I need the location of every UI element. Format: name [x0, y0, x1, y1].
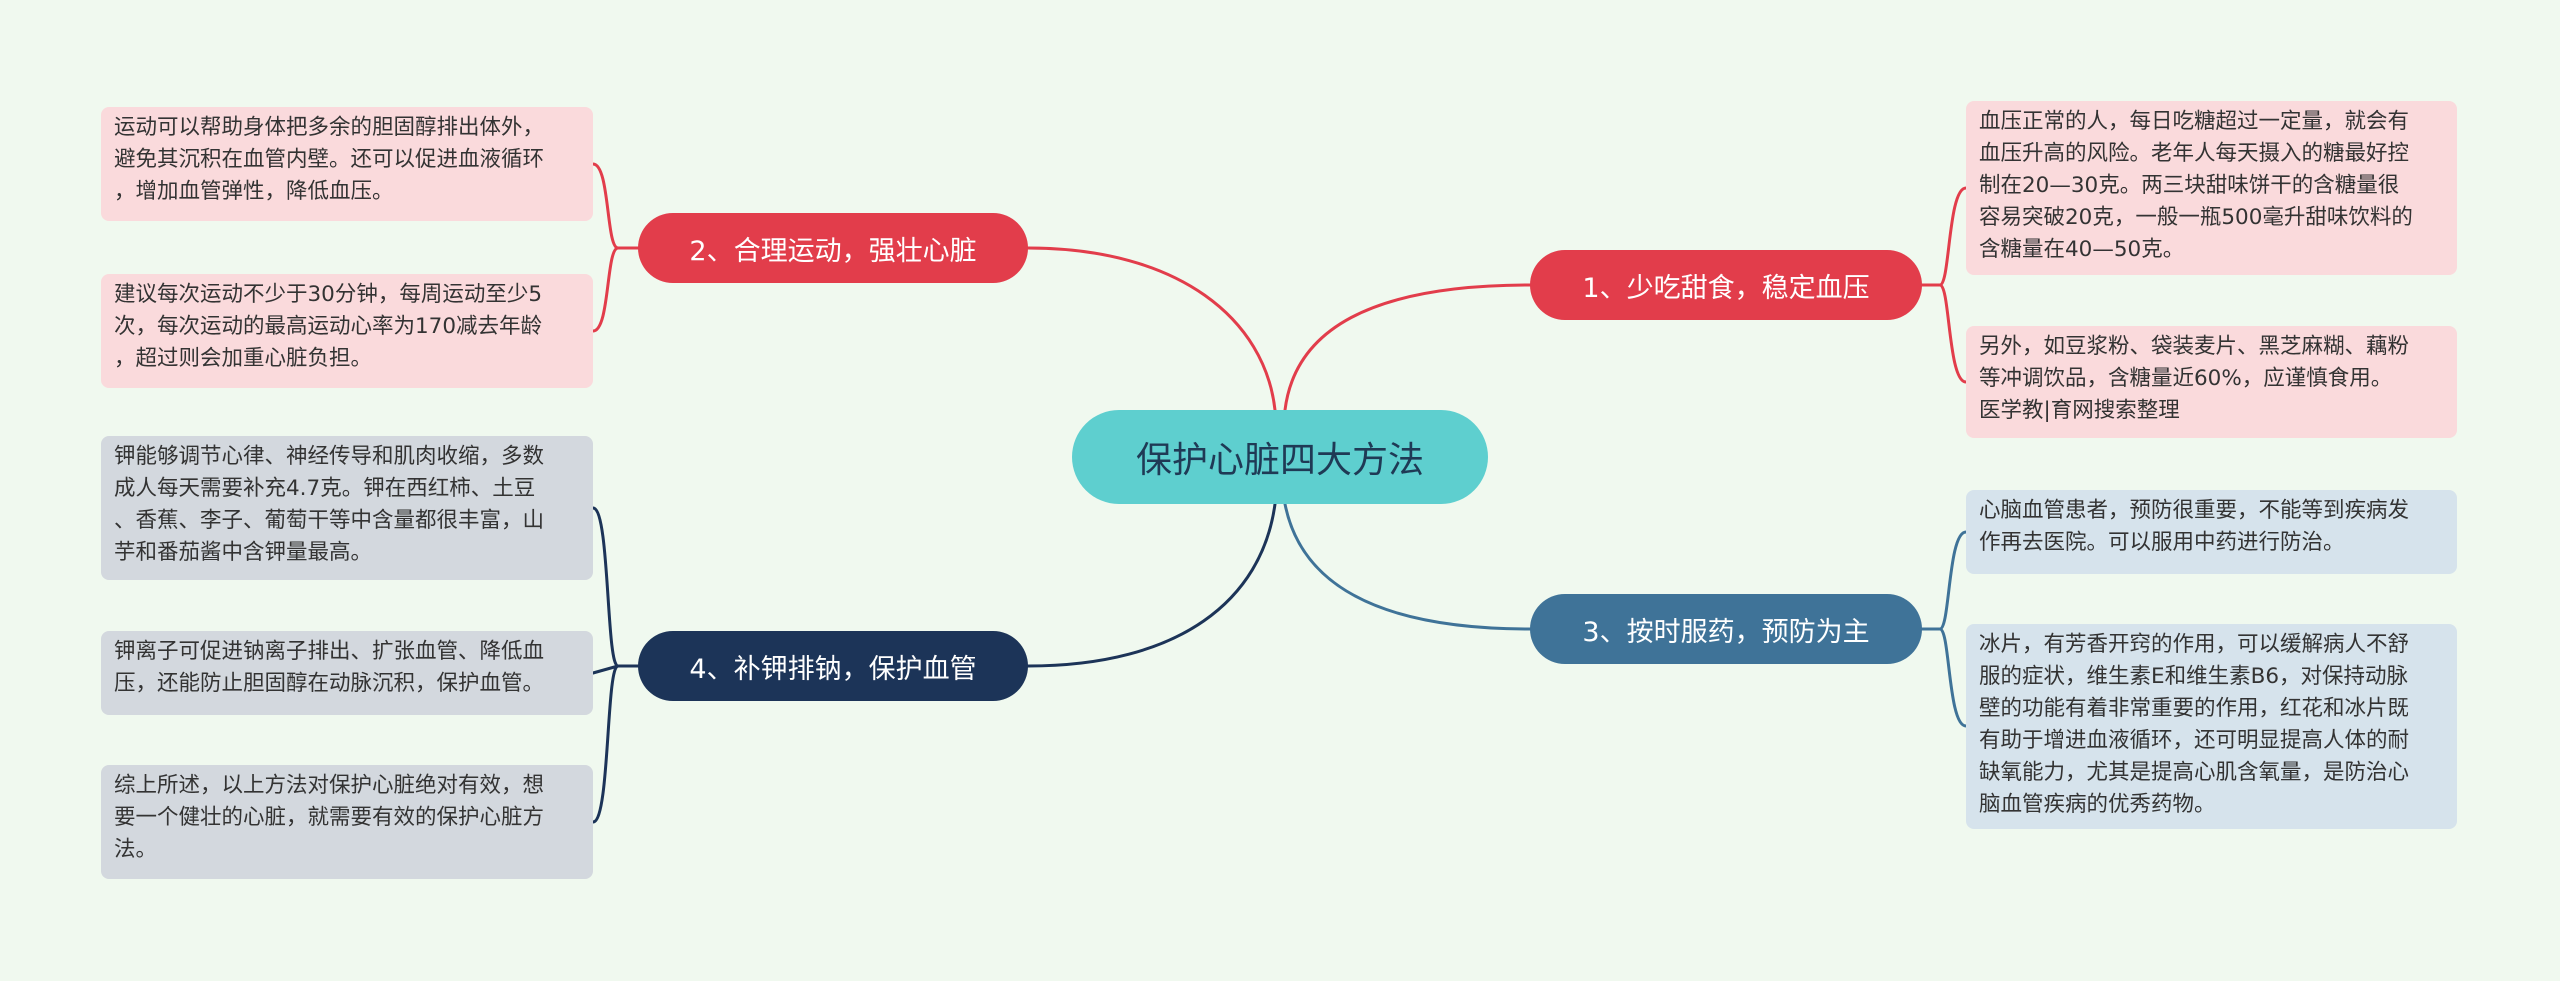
branch-3-leaf-2[interactable]: 冰片，有芳香开窍的作用，可以缓解病人不舒 服的症状，维生素E和维生素B6，对保持…: [1966, 624, 2457, 829]
edge-branch-3-leaf-2: [1938, 627, 1968, 728]
edge-branch-2-leaf-2: [591, 246, 620, 333]
branch-4-leaf-3[interactable]: 综上所述，以上方法对保护心脏绝对有效，想 要一个健壮的心脏，就需要有效的保护心脏…: [101, 765, 593, 879]
edge-branch-4-leaf-2: [591, 664, 620, 675]
branch-2-leaf-2[interactable]: 建议每次运动不少于30分钟，每周运动至少5 次，每次运动的最高运动心率为170减…: [101, 274, 593, 388]
edge-branch-4-leaf-1: [591, 506, 620, 668]
branch-4-topic[interactable]: 4、补钾排钠，保护血管: [638, 631, 1028, 701]
branch-3-topic[interactable]: 3、按时服药，预防为主: [1530, 594, 1922, 664]
branch-4-leaf-2[interactable]: 钾离子可促进钠离子排出、扩张血管、降低血 压，还能防止胆固醇在动脉沉积，保护血管…: [101, 631, 593, 715]
branch-1-topic[interactable]: 1、少吃甜食，稳定血压: [1530, 250, 1922, 320]
edge-center-branch-1: [1283, 283, 1532, 412]
central-topic[interactable]: 保护心脏四大方法: [1072, 410, 1488, 504]
branch-2-leaf-1[interactable]: 运动可以帮助身体把多余的胆固醇排出体外， 避免其沉积在血管内壁。还可以促进血液循…: [101, 107, 593, 221]
branch-3-leaf-1[interactable]: 心脑血管患者，预防很重要，不能等到疾病发 作再去医院。可以服用中药进行防治。: [1966, 490, 2457, 574]
branch-1-leaf-2[interactable]: 另外，如豆浆粉、袋装麦片、黑芝麻糊、藕粉 等冲调饮品，含糖量近60%，应谨慎食用…: [1966, 326, 2457, 438]
branch-1-leaf-1[interactable]: 血压正常的人，每日吃糖超过一定量，就会有 血压升高的风险。老年人每天摄入的糖最好…: [1966, 101, 2457, 275]
branch-2-topic[interactable]: 2、合理运动，强壮心脏: [638, 213, 1028, 283]
edge-center-branch-4: [1026, 502, 1277, 668]
edge-branch-1-leaf-1: [1938, 186, 1968, 287]
edge-center-branch-3: [1283, 502, 1532, 631]
edge-branch-1-leaf-2: [1938, 283, 1968, 384]
edge-branch-3-leaf-1: [1938, 530, 1968, 631]
edge-branch-2-leaf-1: [591, 162, 620, 250]
edge-center-branch-2: [1026, 246, 1277, 412]
branch-4-leaf-1[interactable]: 钾能够调节心律、神经传导和肌肉收缩，多数 成人每天需要补充4.7克。钾在西红柿、…: [101, 436, 593, 580]
edge-branch-4-leaf-3: [591, 664, 620, 824]
